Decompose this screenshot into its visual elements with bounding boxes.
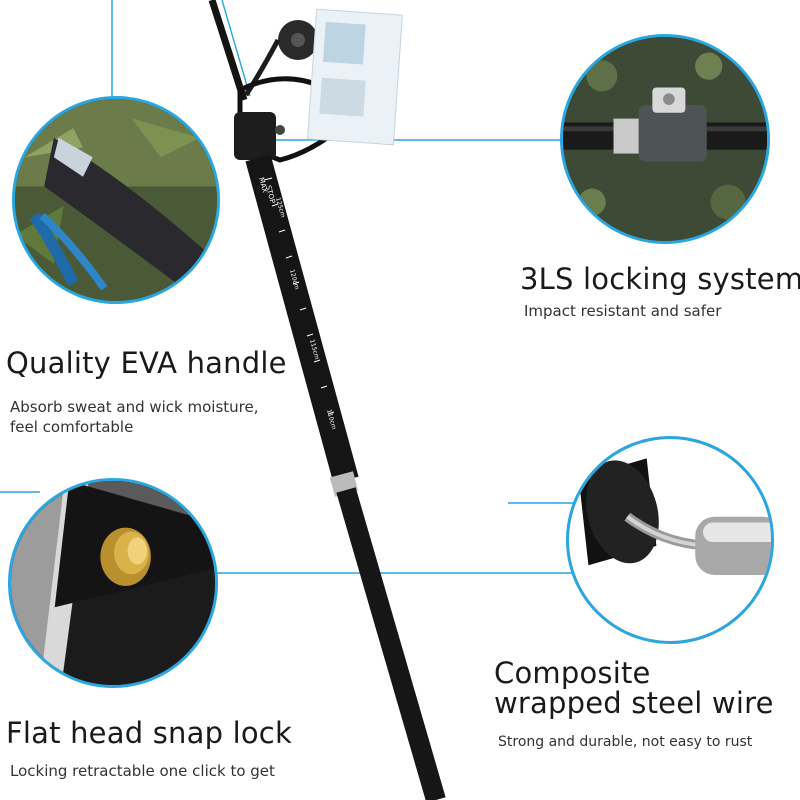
- locking-feature-title: 3LS locking system: [520, 262, 800, 296]
- snap-lock-closeup-image: [8, 478, 218, 688]
- pole-basket: [243, 20, 318, 97]
- wire-feature-title: Composite: [494, 656, 651, 690]
- handle-feature-title: Quality EVA handle: [6, 346, 287, 380]
- wire-feature-desc: Strong and durable, not easy to rust: [498, 734, 753, 750]
- pole-lower-shaft: [336, 487, 446, 800]
- handle-closeup-image: [12, 96, 220, 304]
- handle-feature-desc: Absorb sweat and wick moisture,: [10, 398, 259, 416]
- hang-tag: [307, 8, 403, 146]
- pole-blue-strap: [221, 0, 251, 97]
- pole-max-label: MAX: [257, 176, 269, 193]
- wire-feature-title: wrapped steel wire: [494, 686, 774, 720]
- snap-feature-desc: Locking retractable one click to get: [10, 762, 275, 780]
- pole-upper-shaft: [208, 0, 248, 102]
- pole-lock-clamp: [234, 112, 285, 160]
- wire-closeup-image: [566, 436, 774, 644]
- locking-closeup-image: [560, 34, 770, 244]
- pole-scale-ticks: [263, 177, 335, 415]
- locking-feature-desc: Impact resistant and safer: [524, 302, 722, 320]
- handle-feature-desc: feel comfortable: [10, 418, 134, 436]
- pole-main-shaft: [245, 154, 359, 484]
- snap-feature-title: Flat head snap lock: [6, 716, 292, 750]
